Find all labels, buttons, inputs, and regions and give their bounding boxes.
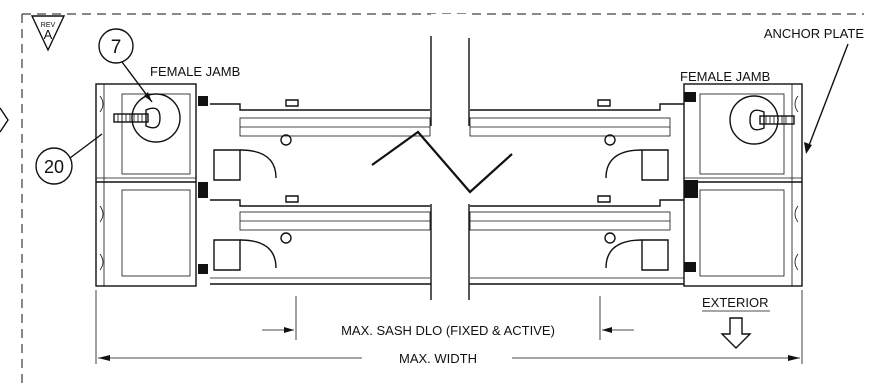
right-anchor-screw xyxy=(729,95,795,145)
break-lines xyxy=(371,14,513,344)
exterior-arrow-icon xyxy=(720,317,752,349)
right-jamb-frame xyxy=(683,83,803,287)
callout-7-number: 7 xyxy=(111,37,122,58)
left-jamb-frame xyxy=(95,83,208,287)
max-width-label: MAX. WIDTH xyxy=(399,351,477,366)
female-jamb-label-right: FEMALE JAMB xyxy=(680,69,770,84)
revision-letter: A xyxy=(44,27,53,42)
sash-dlo-dimension: MAX. SASH DLO (FIXED & ACTIVE) xyxy=(262,323,634,338)
max-width-dimension: MAX. WIDTH xyxy=(98,351,800,366)
revision-label: REV xyxy=(41,22,56,29)
upper-sash xyxy=(210,99,684,181)
callout-7: 7 xyxy=(98,28,153,103)
exterior-indicator: EXTERIOR xyxy=(702,295,770,349)
revision-triangle: REV A xyxy=(30,15,66,52)
exterior-label: EXTERIOR xyxy=(702,295,768,310)
left-anchor-screw xyxy=(113,93,181,143)
sash-dlo-label: MAX. SASH DLO (FIXED & ACTIVE) xyxy=(341,323,555,338)
callout-20-number: 20 xyxy=(44,157,64,177)
left-edge-chevron xyxy=(0,107,9,133)
anchor-plate-label: ANCHOR PLATE xyxy=(764,26,864,41)
female-jamb-label-left: FEMALE JAMB xyxy=(150,64,240,79)
callout-20: 20 xyxy=(35,133,103,185)
anchor-plate-leader xyxy=(807,43,849,149)
dimension-lines xyxy=(95,290,803,364)
